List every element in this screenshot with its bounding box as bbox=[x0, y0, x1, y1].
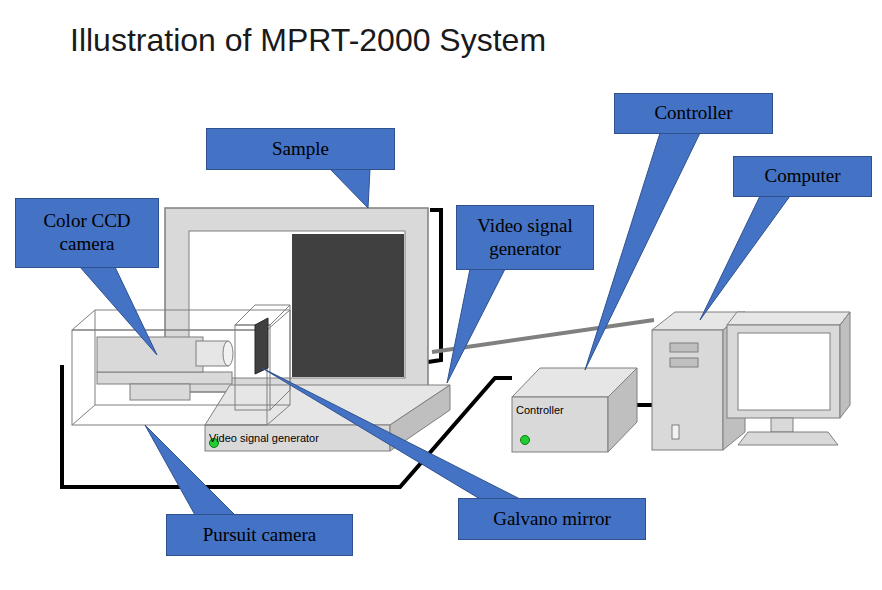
monitor-stand bbox=[771, 418, 793, 432]
callout-box: Computer bbox=[733, 156, 872, 197]
device-label: Video signal generator bbox=[209, 432, 319, 444]
lens-front bbox=[223, 341, 233, 366]
power-button bbox=[672, 425, 679, 439]
callout-box: Galvano mirror bbox=[458, 498, 646, 540]
drive-slot bbox=[670, 358, 698, 367]
cable bbox=[428, 210, 441, 362]
callout-box: Video signal generator bbox=[456, 205, 594, 270]
camera-stage bbox=[130, 384, 190, 400]
computer-monitor bbox=[727, 325, 840, 418]
computer-screen bbox=[738, 333, 830, 410]
drive-slot bbox=[670, 343, 698, 352]
callout-text: Galvano mirror bbox=[493, 508, 611, 531]
cable bbox=[637, 403, 652, 407]
camera-rail bbox=[97, 372, 232, 384]
monitor-side bbox=[840, 312, 850, 418]
sample-monitor bbox=[165, 208, 428, 392]
callout-text: Pursuit camera bbox=[203, 524, 316, 547]
callout-text: Color CCD camera bbox=[22, 210, 152, 256]
callout-box: Controller bbox=[614, 93, 773, 134]
callout-text: Controller bbox=[654, 102, 732, 125]
monitor-top bbox=[727, 312, 850, 325]
diagram-title: Illustration of MPRT-2000 System bbox=[70, 22, 546, 59]
pursuit-camera bbox=[72, 310, 290, 425]
callout-text: Computer bbox=[765, 165, 841, 188]
device-label: Controller bbox=[516, 404, 564, 416]
controller-side bbox=[608, 368, 637, 452]
device-label-face: Video signal generator bbox=[205, 425, 390, 451]
dark-pattern bbox=[292, 234, 404, 377]
status-led bbox=[520, 435, 530, 445]
galvano-mirror bbox=[255, 318, 268, 374]
callout-text: Sample bbox=[272, 138, 329, 161]
monitor-screen bbox=[189, 231, 405, 378]
device-label-face: Controller bbox=[512, 397, 608, 452]
generator-front bbox=[205, 425, 390, 451]
computer-tower bbox=[652, 330, 723, 450]
callout-pointer bbox=[80, 133, 790, 515]
mirror-frame bbox=[235, 305, 290, 410]
callout-text: Video signal generator bbox=[463, 215, 587, 261]
callout-box: Color CCD camera bbox=[15, 198, 159, 268]
monitor-base bbox=[738, 432, 838, 445]
controller-front bbox=[512, 397, 608, 452]
callout-box: Sample bbox=[206, 128, 395, 170]
callout-box: Pursuit camera bbox=[166, 514, 353, 556]
